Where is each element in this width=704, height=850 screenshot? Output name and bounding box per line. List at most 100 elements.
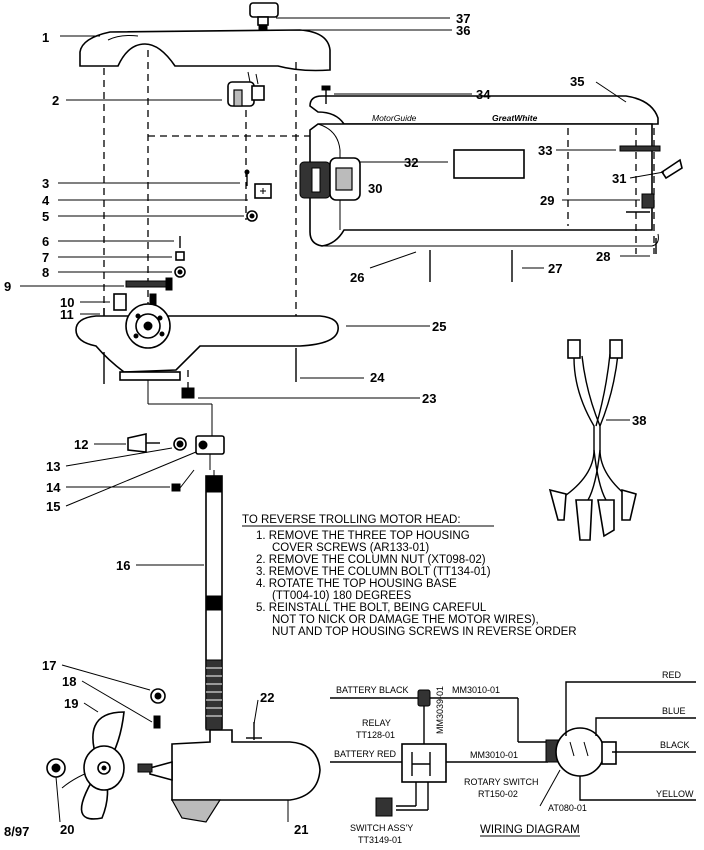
callout-13: 13 [46,459,60,474]
part-17-washer [150,688,166,704]
wire-label-switch-assy: SWITCH ASS'Y [350,823,413,833]
callout-9: 9 [4,279,11,294]
instruction-line: 1. REMOVE THE THREE TOP HOUSING [256,530,470,542]
part-10-clamp [113,293,157,311]
wire-label-red: RED [662,670,682,680]
part-33-bolt [619,145,661,152]
callout-38: 38 [632,413,646,428]
wire-label-vertical: MM3039-01 [435,686,445,734]
part-22-screw [246,722,262,740]
part-14-nut [171,469,195,492]
part-31-knob [660,158,683,180]
wire-label-black: BLACK [660,740,690,750]
callout-35: 35 [570,74,584,89]
reverse-instructions: TO REVERSE TROLLING MOTOR HEAD: 1. REMOV… [242,514,577,638]
callout-8: 8 [42,265,49,280]
callout-21: 21 [294,822,308,837]
callout-33: 33 [538,143,552,158]
part-7-nut [175,251,185,261]
wire-label-battery-black: BATTERY BLACK [336,685,409,695]
instruction-line: COVER SCREWS (AR133-01) [272,542,429,554]
wire-label-relay: RELAY [362,718,391,728]
callout-17: 17 [42,658,56,673]
wire-label-relay-part: TT128-01 [356,730,395,740]
wiring-diagram [330,681,696,817]
part-32-control-box [453,149,525,179]
instruction-line: (TT004-10) 180 DEGREES [272,590,412,602]
instruction-line: NUT AND TOP HOUSING SCREWS IN REVERSE OR… [272,626,577,638]
callout-22: 22 [260,690,274,705]
callout-labels: 1 2 3 4 5 6 7 8 9 10 11 12 13 14 15 16 1… [4,11,646,837]
part-24-screws [103,348,297,384]
callout-27: 27 [548,261,562,276]
housing-brand-text: MotorGuide GreatWhite [372,113,538,123]
part-26-housing-body [309,114,659,247]
callout-24: 24 [370,370,385,385]
wire-label-switch-part: TT3149-01 [358,835,402,845]
callout-10: 10 [60,295,74,310]
callout-3: 3 [42,176,49,191]
callout-19: 19 [64,696,78,711]
part-25-housing-base [75,303,339,381]
wiring-title: WIRING DIAGRAM [480,824,580,836]
part-3-screw [244,169,250,186]
callout-5: 5 [42,209,49,224]
callout-1: 1 [42,30,49,45]
callout-34: 34 [476,87,491,102]
wire-label-rotary-part: RT150-02 [478,789,518,799]
callout-14: 14 [46,480,61,495]
callout-28: 28 [596,249,610,264]
part-8-washer [174,266,186,278]
part-38-battery-leads [548,339,637,541]
part-37-knob [249,2,279,26]
callout-7: 7 [42,250,49,265]
part-9-bolt [125,277,173,291]
callout-31: 31 [612,171,626,186]
part-13-washer [173,437,187,451]
housing-text-left: MotorGuide [372,113,417,123]
instructions-title: TO REVERSE TROLLING MOTOR HEAD: [242,514,461,526]
wiring-labels: BATTERY BLACK BATTERY RED RELAY TT128-01… [334,670,694,845]
part-5-washer [246,210,258,222]
shaft-threads [205,659,223,731]
alignment-lines-right [567,128,655,254]
part-29-fitting [626,193,655,213]
callout-11: 11 [60,307,74,322]
wire-label-battery-red: BATTERY RED [334,749,397,759]
wire-label-top: MM3010-01 [452,685,500,695]
instruction-line: NOT TO NICK OR DAMAGE THE MOTOR WIRES), [272,614,539,626]
callout-4: 4 [42,193,50,208]
callout-18: 18 [62,674,76,689]
part-20-prop-nut [46,758,66,778]
callout-16: 16 [116,558,130,573]
wire-label-rotary: ROTARY SWITCH [464,777,539,787]
callout-12: 12 [74,437,88,452]
part-12-collar-knob [127,433,160,453]
part-23-nut [181,370,195,399]
callout-15: 15 [46,499,60,514]
instruction-line: 2. REMOVE THE COLUMN NUT (XT098-02) [256,554,486,566]
callout-2: 2 [52,93,59,108]
alignment-lines-left [103,50,326,320]
part-19-propeller [61,711,125,820]
part-15-column-bracket [195,435,225,470]
instruction-line: 4. ROTATE THE TOP HOUSING BASE [256,578,457,590]
part-34-screw [321,85,331,104]
wire-label-middle: MM3010-01 [470,750,518,760]
wire-label-at-part: AT080-01 [548,803,587,813]
part-4-bracket [254,183,272,199]
callout-23: 23 [422,391,436,406]
part-30-connector [299,157,361,201]
instruction-line: 5. REINSTALL THE BOLT, BEING CAREFUL [256,602,487,614]
housing-text-right: GreatWhite [492,113,538,123]
wire-label-yellow: YELLOW [656,789,694,799]
part-21-motor-housing [137,729,321,823]
part-27-screws [429,250,513,282]
wire-label-blue: BLUE [662,706,686,716]
callout-20: 20 [60,822,74,837]
part-18-pin [153,715,161,729]
callout-32: 32 [404,155,418,170]
callout-37: 37 [456,11,470,26]
date-code: 8/97 [4,824,29,839]
